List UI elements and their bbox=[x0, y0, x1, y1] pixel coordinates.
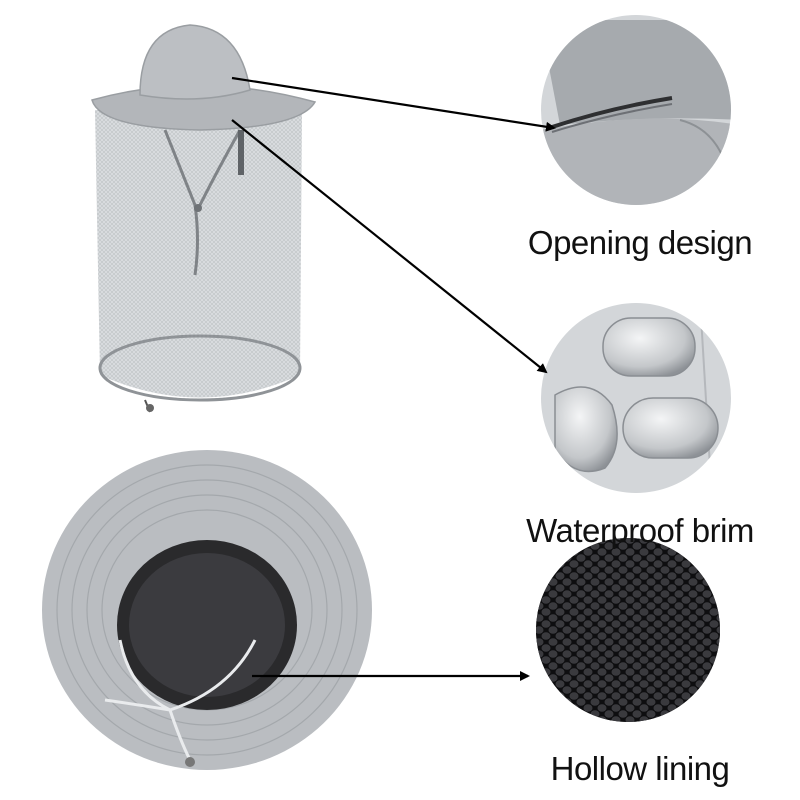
hat-underside bbox=[42, 450, 372, 770]
chin-strap bbox=[163, 129, 199, 276]
caption-waterproof-brim: Waterproof brim bbox=[526, 512, 754, 549]
caption-opening-design: Opening design bbox=[527, 224, 753, 261]
pointer-arrows bbox=[231, 76, 556, 681]
arrow-opening bbox=[231, 76, 556, 132]
zipper-opening-closeup-icon bbox=[541, 15, 731, 205]
arrow-waterproof bbox=[231, 119, 548, 374]
caption-hollow-lining: Hollow lining bbox=[550, 750, 730, 787]
hat-crown bbox=[139, 24, 251, 100]
net-bottom-ring bbox=[98, 334, 302, 402]
mesh-lining-closeup-icon bbox=[536, 538, 720, 722]
water-droplets-closeup-icon bbox=[541, 303, 731, 493]
hat-with-net bbox=[91, 24, 317, 413]
